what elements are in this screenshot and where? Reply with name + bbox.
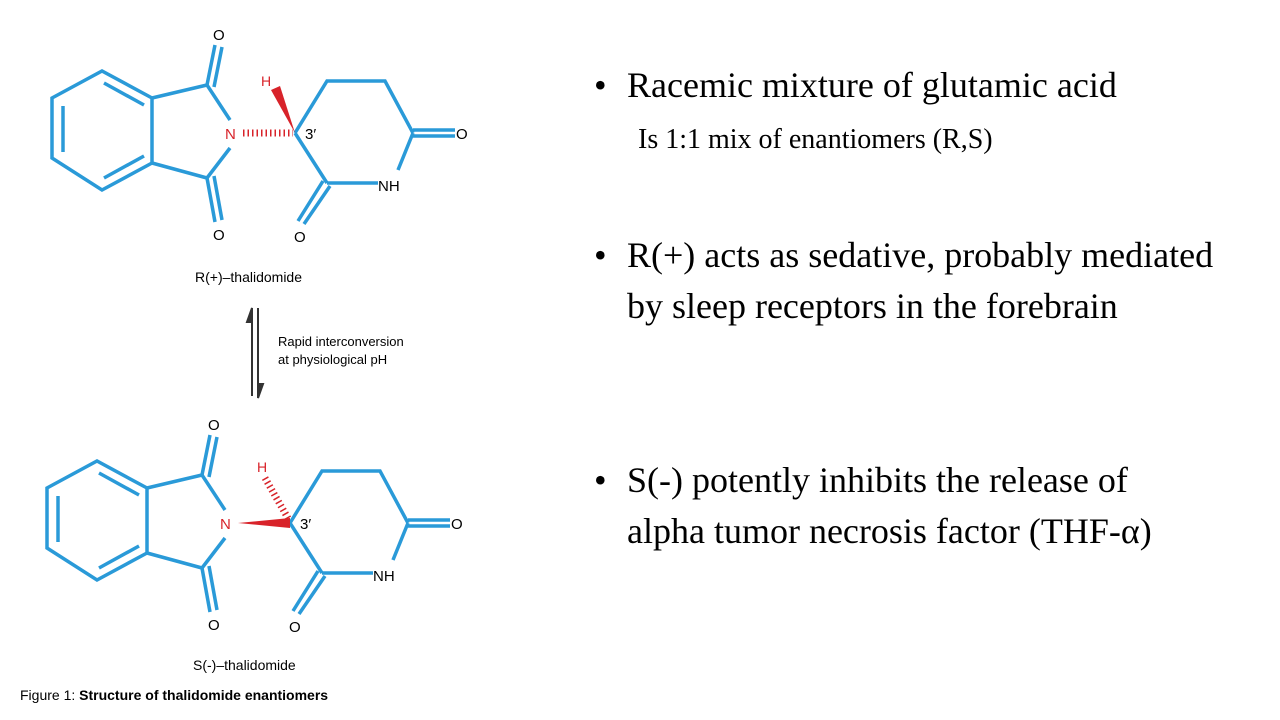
- r-thalidomide-structure: O O O O NH N H 3′ R(+)–thalidomide: [50, 27, 468, 285]
- bullet-text: S(-) potently inhibits the release of al…: [627, 460, 1152, 551]
- atom-nh: NH: [378, 178, 400, 195]
- s-thalidomide-label: S(-)–thalidomide: [193, 657, 296, 673]
- s-thalidomide-structure: O O O O NH N H 3′: [45, 417, 463, 636]
- interconversion-line-2: at physiological pH: [278, 352, 387, 367]
- caption-title: Structure of thalidomide enantiomers: [79, 687, 328, 703]
- atom-o: O: [456, 126, 468, 143]
- r-thalidomide-label: R(+)–thalidomide: [195, 269, 302, 285]
- wedge-bond: [238, 518, 290, 528]
- thalidomide-figure: O O O O NH N H 3′ R(+)–thalidomide Rapid…: [20, 27, 468, 703]
- atom-n: N: [220, 516, 231, 533]
- figure-caption: Figure 1: Structure of thalidomide enant…: [20, 687, 328, 703]
- bullet-icon: •: [594, 235, 607, 275]
- caption-prefix: Figure 1:: [20, 687, 79, 703]
- bullet-icon: •: [594, 65, 607, 105]
- atom-o: O: [208, 417, 220, 434]
- atom-nh: NH: [373, 568, 395, 585]
- atom-h: H: [261, 73, 271, 89]
- bullet-icon: •: [594, 460, 607, 500]
- atom-h: H: [257, 459, 267, 475]
- label-3prime: 3′: [300, 516, 311, 533]
- atom-o: O: [213, 227, 225, 244]
- bullet-1-subtext: Is 1:1 mix of enantiomers (R,S): [638, 124, 993, 155]
- equilibrium-arrows-icon: [245, 307, 265, 399]
- bullet-text: R(+) acts as sedative, probably mediated…: [627, 235, 1214, 326]
- atom-n: N: [225, 126, 236, 143]
- bullet-text: Racemic mixture of glutamic acid: [627, 65, 1117, 105]
- atom-o: O: [451, 516, 463, 533]
- atom-o: O: [294, 229, 306, 246]
- hash-bond: [261, 476, 293, 522]
- atom-o: O: [289, 619, 301, 636]
- atom-o: O: [208, 617, 220, 634]
- atom-o: O: [213, 27, 225, 44]
- wedge-bond: [271, 86, 295, 133]
- label-3prime: 3′: [305, 126, 316, 143]
- interconversion-line-1: Rapid interconversion: [278, 334, 404, 349]
